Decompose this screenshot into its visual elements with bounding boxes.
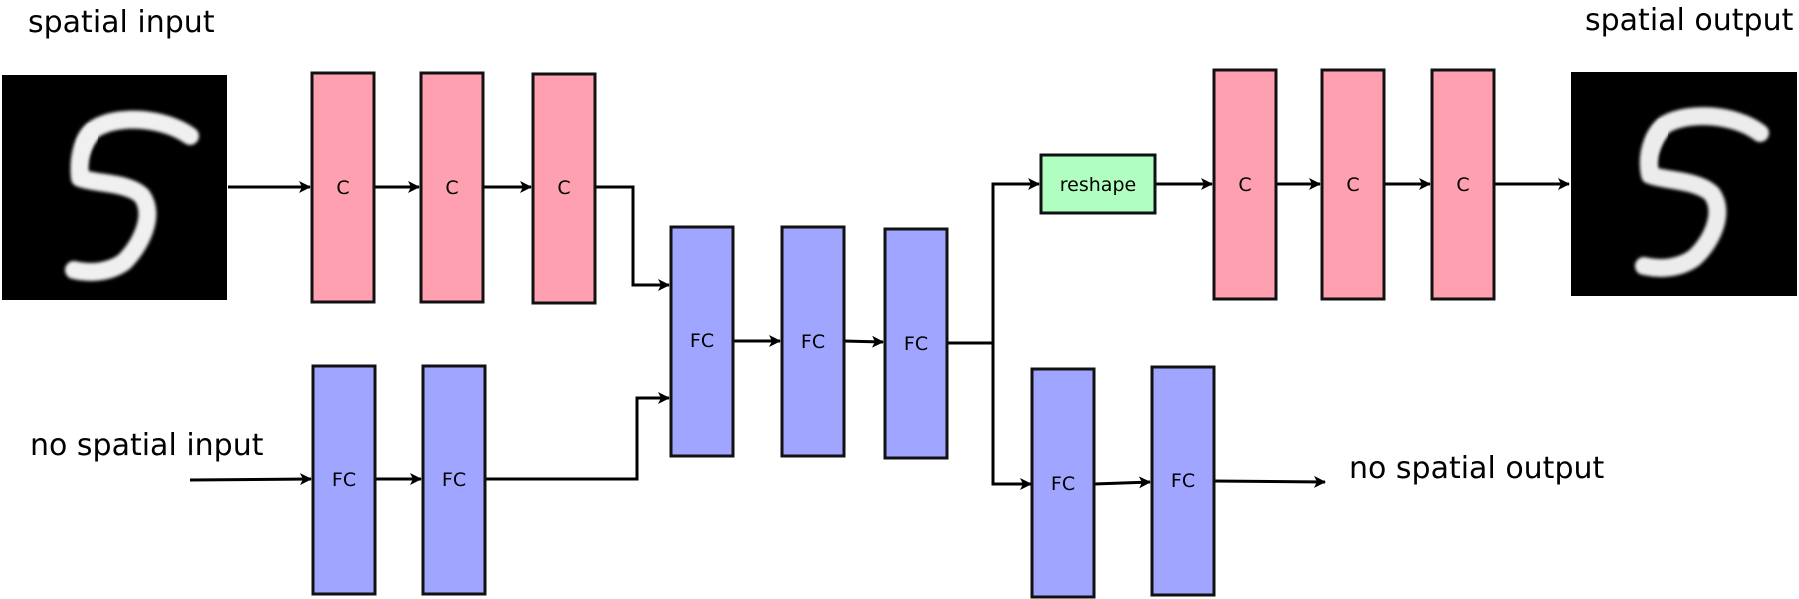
- input-fc-2: FC: [423, 366, 485, 594]
- svg-text:C: C: [557, 177, 570, 199]
- svg-text:C: C: [336, 177, 349, 199]
- shared-fc-2: FC: [782, 227, 844, 456]
- input-digit-image: [2, 75, 227, 300]
- output-fc-1: FC: [1032, 369, 1094, 597]
- spatial-input-label: spatial input: [28, 5, 215, 40]
- svg-text:C: C: [1238, 174, 1251, 196]
- svg-text:FC: FC: [904, 333, 928, 355]
- encoder-conv-2: C: [421, 73, 483, 302]
- reshape-block: reshape: [1041, 155, 1155, 213]
- output-fc-2: FC: [1152, 367, 1214, 595]
- svg-text:C: C: [445, 177, 458, 199]
- svg-text:reshape: reshape: [1060, 174, 1136, 196]
- svg-text:FC: FC: [1171, 470, 1195, 492]
- svg-text:FC: FC: [801, 331, 825, 353]
- input-fc-1: FC: [313, 366, 375, 594]
- output-digit-image: [1571, 72, 1797, 296]
- svg-text:FC: FC: [690, 330, 714, 352]
- encoder-conv-1: C: [312, 73, 374, 302]
- shared-fc-3: FC: [885, 229, 947, 458]
- no-spatial-input-label: no spatial input: [30, 428, 264, 463]
- no-spatial-output-label: no spatial output: [1349, 451, 1605, 486]
- spatial-output-label: spatial output: [1585, 3, 1794, 38]
- svg-text:C: C: [1456, 174, 1469, 196]
- svg-text:FC: FC: [442, 469, 466, 491]
- decoder-conv-2: C: [1322, 70, 1384, 299]
- shared-fc-1: FC: [671, 227, 733, 456]
- decoder-conv-3: C: [1432, 70, 1494, 299]
- decoder-conv-1: C: [1214, 70, 1276, 299]
- svg-text:FC: FC: [1051, 473, 1075, 495]
- svg-text:FC: FC: [332, 469, 356, 491]
- encoder-conv-3: C: [533, 74, 595, 303]
- svg-text:C: C: [1346, 174, 1359, 196]
